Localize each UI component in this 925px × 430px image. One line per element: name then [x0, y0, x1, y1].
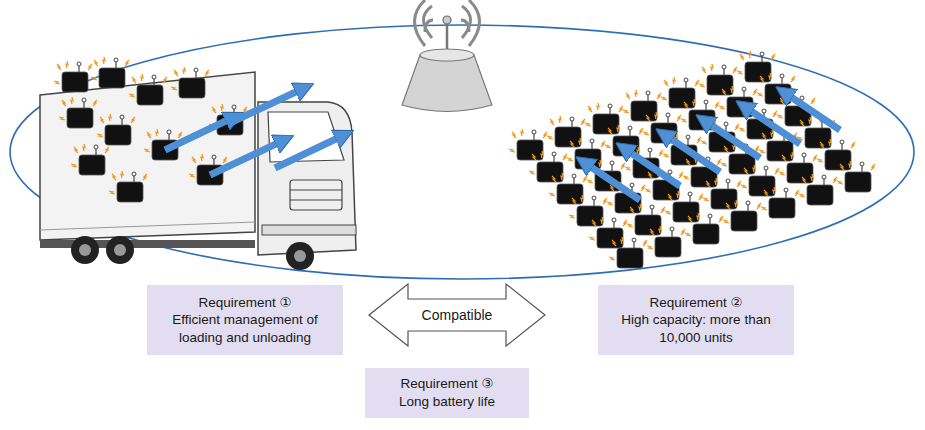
rfid-tag	[723, 200, 761, 231]
rfid-tag	[54, 61, 92, 92]
requirement-text: Long battery life	[399, 393, 495, 411]
uplink-arrows	[165, 90, 840, 200]
uplink-arrow	[668, 137, 720, 172]
grid-tags	[509, 51, 875, 268]
truck	[40, 72, 356, 270]
rfid-tag	[71, 144, 109, 175]
rfid-tag	[97, 114, 135, 145]
trailer-line	[40, 222, 255, 230]
rfid-tag	[91, 57, 129, 88]
radio-wave	[424, 6, 433, 38]
grille-bar	[290, 190, 342, 191]
hub	[294, 250, 306, 262]
rfid-tag	[59, 97, 97, 128]
rfid-tag	[761, 187, 799, 218]
rfid-tag	[109, 171, 147, 202]
requirement-box: Requirement ②High capacity: more than 10…	[598, 285, 794, 355]
uplink-arrow	[628, 151, 680, 186]
antenna-tip	[443, 16, 451, 24]
hub	[114, 244, 126, 256]
requirement-heading: Requirement ①	[198, 294, 291, 312]
truck-tags	[54, 57, 247, 202]
tower-top	[420, 49, 474, 61]
requirement-heading: Requirement ③	[400, 375, 493, 393]
compatible-double-arrow: Compatible	[368, 283, 546, 347]
coverage-ellipse	[10, 25, 914, 279]
base-station	[402, 0, 492, 112]
truck-cab	[258, 102, 356, 255]
rfid-tag	[129, 74, 167, 105]
requirement-heading: Requirement ②	[649, 294, 742, 312]
bumper	[262, 225, 356, 235]
wheel	[286, 242, 314, 270]
uplink-arrow	[275, 137, 340, 168]
grille-bar	[290, 200, 342, 201]
requirement-box: Requirement ③Long battery life	[365, 368, 529, 418]
uplink-arrow	[232, 90, 300, 122]
uplink-arrow	[708, 123, 760, 158]
rfid-tag	[799, 174, 837, 205]
requirement-text: High capacity: more than 10,000 units	[606, 311, 786, 346]
rfid-tag	[837, 161, 875, 192]
rfid-tag	[647, 226, 685, 257]
uplink-arrow	[588, 165, 640, 200]
uplink-arrow	[788, 95, 840, 130]
uplink-arrow	[210, 142, 280, 175]
radio-wave	[415, 0, 426, 46]
grille	[290, 180, 342, 210]
wheel	[106, 236, 134, 264]
wheel	[71, 236, 99, 264]
double-arrow-outline	[369, 284, 545, 346]
tower-body	[402, 55, 492, 112]
rfid-tag	[171, 67, 209, 98]
radio-wave	[469, 0, 480, 46]
hub	[79, 244, 91, 256]
radio-wave	[462, 6, 471, 38]
uplink-arrow	[165, 119, 230, 150]
rfid-tag	[685, 213, 723, 244]
uplink-arrow	[748, 109, 800, 144]
rfid-tag	[609, 237, 647, 268]
requirement-text: Efficient management of loading and unlo…	[155, 311, 335, 346]
trailer	[40, 72, 255, 240]
requirement-box: Requirement ①Efficient management of loa…	[147, 285, 343, 355]
compatible-label: Compatible	[422, 306, 493, 324]
